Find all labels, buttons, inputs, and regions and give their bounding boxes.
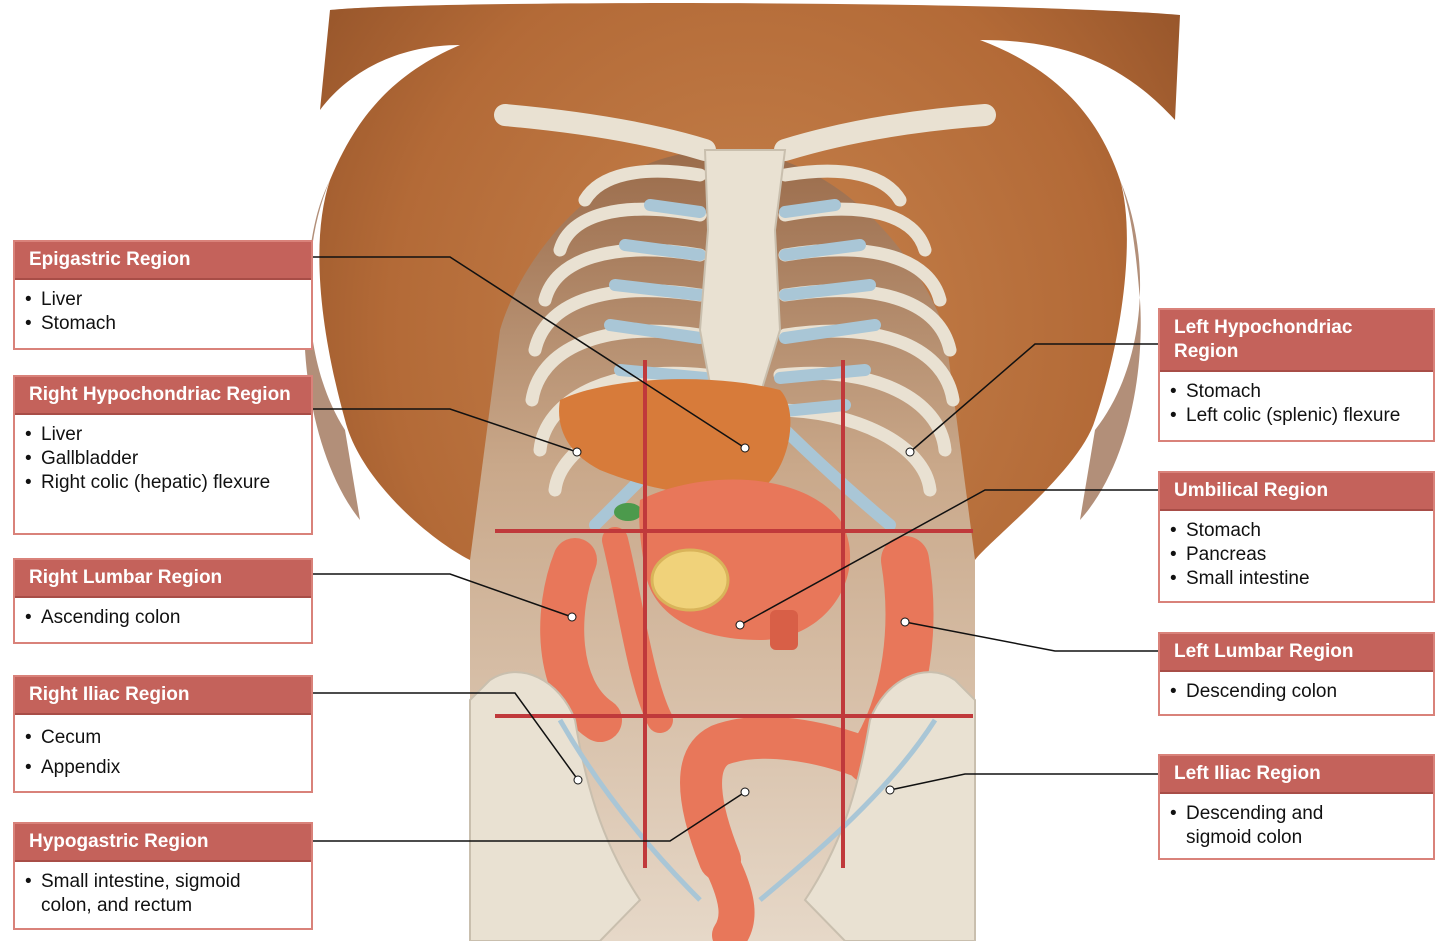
list-item: Descending and sigmoid colon: [1170, 802, 1366, 850]
list-item: Descending colon: [1170, 680, 1423, 704]
right-hypochondriac-title: Right Hypochondriac Region: [15, 377, 311, 415]
umbilical-list: Stomach Pancreas Small intestine: [1160, 511, 1433, 597]
right-hypochondriac-list: Liver Gallbladder Right colic (hepatic) …: [15, 415, 311, 501]
gallbladder-shape: [614, 503, 642, 521]
left-hypochondriac-label: Left Hypochondriac Region Stomach Left c…: [1158, 308, 1435, 442]
right-hypochondriac-label: Right Hypochondriac Region Liver Gallbla…: [13, 375, 313, 535]
list-item: Stomach: [1170, 380, 1423, 404]
list-item: Pancreas: [1170, 543, 1423, 567]
list-item: Gallbladder: [25, 447, 301, 471]
left-iliac-label: Left Iliac Region Descending and sigmoid…: [1158, 754, 1435, 860]
list-item: Stomach: [1170, 519, 1423, 543]
left-iliac-title: Left Iliac Region: [1160, 756, 1433, 794]
umbilical-title: Umbilical Region: [1160, 473, 1433, 511]
list-item: Small intestine, sigmoid colon, and rect…: [25, 870, 281, 918]
left-iliac-list: Descending and sigmoid colon: [1160, 794, 1433, 856]
list-item: Liver: [25, 288, 301, 312]
left-lumbar-list: Descending colon: [1160, 672, 1433, 710]
left-hypochondriac-list: Stomach Left colic (splenic) flexure: [1160, 372, 1433, 434]
right-lumbar-list: Ascending colon: [15, 598, 311, 636]
epigastric-list: Liver Stomach: [15, 280, 311, 342]
left-hypochondriac-title: Left Hypochondriac Region: [1160, 310, 1433, 372]
list-item: Ascending colon: [25, 606, 301, 630]
epigastric-label: Epigastric Region Liver Stomach: [13, 240, 313, 350]
umbilical-label: Umbilical Region Stomach Pancreas Small …: [1158, 471, 1435, 603]
right-iliac-title: Right Iliac Region: [15, 677, 311, 715]
list-item: Right colic (hepatic) flexure: [25, 471, 301, 495]
duodenum-stub: [770, 610, 798, 650]
list-item: Liver: [25, 423, 301, 447]
hypogastric-label: Hypogastric Region Small intestine, sigm…: [13, 822, 313, 930]
right-lumbar-label: Right Lumbar Region Ascending colon: [13, 558, 313, 644]
list-item: Stomach: [25, 312, 301, 336]
list-item: Small intestine: [1170, 567, 1423, 591]
hypogastric-list: Small intestine, sigmoid colon, and rect…: [15, 862, 311, 924]
epigastric-title: Epigastric Region: [15, 242, 311, 280]
left-lumbar-label: Left Lumbar Region Descending colon: [1158, 632, 1435, 716]
list-item: Cecum: [25, 723, 301, 753]
right-lumbar-title: Right Lumbar Region: [15, 560, 311, 598]
list-item: Left colic (splenic) flexure: [1170, 404, 1423, 428]
list-item: Appendix: [25, 753, 301, 783]
left-lumbar-title: Left Lumbar Region: [1160, 634, 1433, 672]
hypogastric-title: Hypogastric Region: [15, 824, 311, 862]
right-iliac-list: Cecum Appendix: [15, 715, 311, 789]
right-iliac-label: Right Iliac Region Cecum Appendix: [13, 675, 313, 793]
pancreas-shape: [652, 550, 728, 610]
